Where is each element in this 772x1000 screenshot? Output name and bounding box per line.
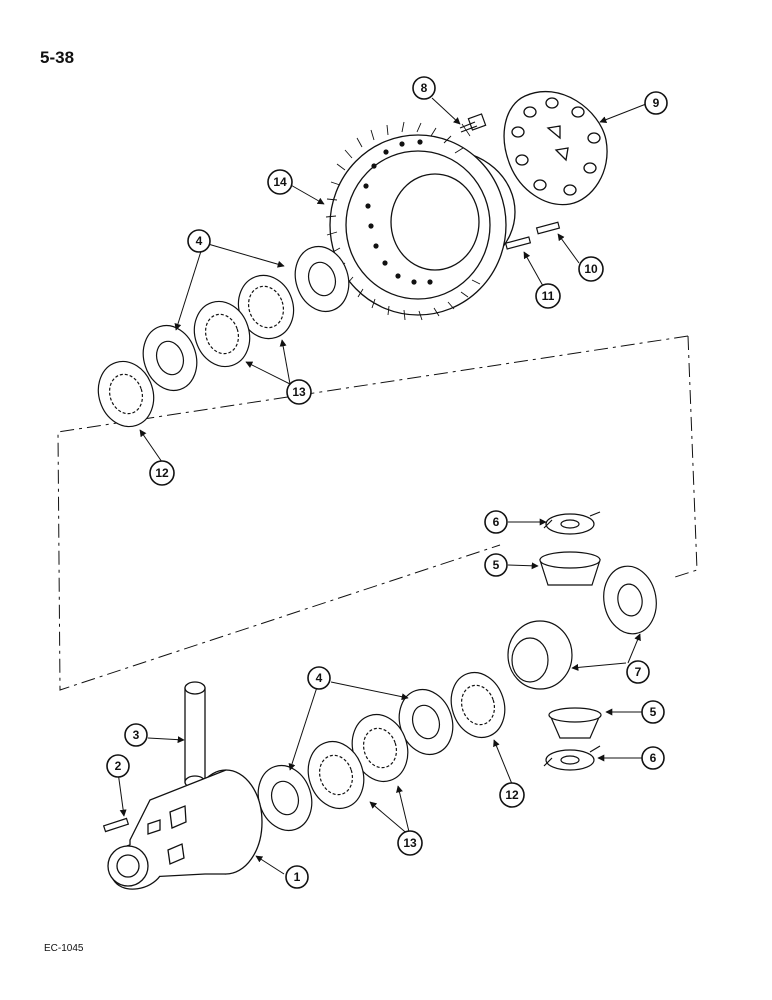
part-bolt bbox=[459, 113, 487, 137]
part-discs-lower bbox=[257, 672, 506, 831]
svg-text:13: 13 bbox=[403, 836, 417, 850]
svg-text:8: 8 bbox=[421, 81, 428, 95]
callout-9: 9 bbox=[644, 91, 668, 115]
svg-text:10: 10 bbox=[584, 262, 598, 276]
callout-12-lower: 12 bbox=[499, 782, 525, 808]
figure-reference: EC-1045 bbox=[44, 943, 84, 954]
svg-text:12: 12 bbox=[155, 466, 169, 480]
callout-6-lower: 6 bbox=[641, 746, 665, 770]
part-discs-upper bbox=[97, 246, 350, 428]
callout-8: 8 bbox=[412, 76, 436, 100]
part-cross-shaft bbox=[184, 681, 206, 789]
callout-12-upper: 12 bbox=[149, 460, 175, 486]
svg-text:9: 9 bbox=[653, 96, 660, 110]
svg-text:13: 13 bbox=[292, 385, 306, 399]
callout-5-lower: 5 bbox=[641, 700, 665, 724]
part-pins-upper bbox=[504, 221, 561, 250]
callout-7: 7 bbox=[626, 660, 650, 684]
svg-text:12: 12 bbox=[505, 788, 519, 802]
svg-text:6: 6 bbox=[493, 515, 500, 529]
svg-text:7: 7 bbox=[635, 665, 642, 679]
svg-text:4: 4 bbox=[196, 234, 203, 248]
part-ring-gear bbox=[325, 121, 516, 321]
part-pinion-set-right bbox=[507, 511, 657, 771]
callout-13-upper: 13 bbox=[286, 379, 312, 405]
callout-10: 10 bbox=[578, 256, 604, 282]
assembly-guide-lines bbox=[57, 335, 698, 691]
svg-text:5: 5 bbox=[493, 558, 500, 572]
svg-text:3: 3 bbox=[133, 728, 140, 742]
svg-text:1: 1 bbox=[294, 870, 301, 884]
page-number: 5-38 bbox=[40, 48, 75, 67]
callout-3: 3 bbox=[124, 723, 148, 747]
callout-11: 11 bbox=[535, 283, 561, 309]
svg-text:2: 2 bbox=[115, 759, 122, 773]
callout-13-lower: 13 bbox=[397, 830, 423, 856]
callout-6-upper: 6 bbox=[484, 510, 508, 534]
part-locking-plate bbox=[503, 90, 608, 206]
part-pin-lower bbox=[102, 817, 130, 833]
callout-1: 1 bbox=[285, 865, 309, 889]
part-differential-housing bbox=[107, 769, 263, 890]
callout-2: 2 bbox=[106, 754, 130, 778]
callout-4-upper: 4 bbox=[187, 229, 211, 253]
svg-text:6: 6 bbox=[650, 751, 657, 765]
svg-text:4: 4 bbox=[316, 671, 323, 685]
leader-lines bbox=[117, 97, 647, 875]
svg-text:14: 14 bbox=[273, 175, 287, 189]
callout-14: 14 bbox=[267, 169, 293, 195]
svg-text:11: 11 bbox=[542, 289, 555, 303]
svg-text:5: 5 bbox=[650, 705, 657, 719]
callout-4-lower: 4 bbox=[307, 666, 331, 690]
callout-5-upper: 5 bbox=[484, 553, 508, 577]
